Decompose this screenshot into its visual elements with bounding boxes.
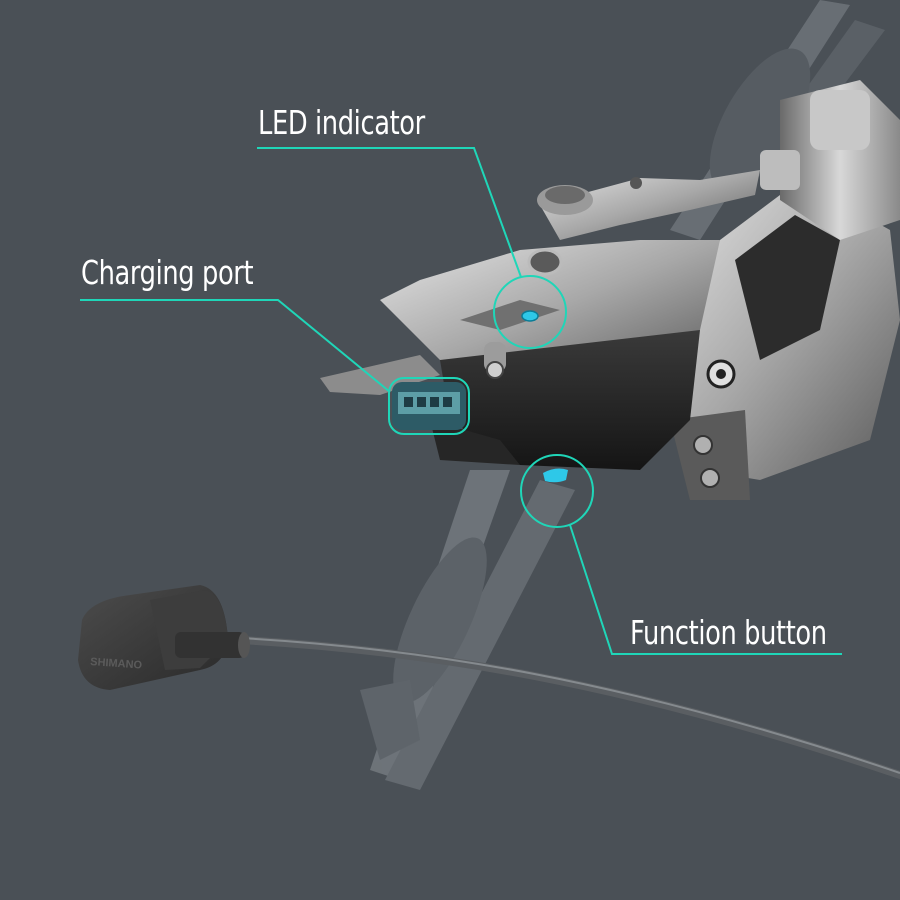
plug-connector: SHIMANO: [78, 585, 250, 690]
port-callout-box: [388, 377, 470, 435]
port-callout-line: [80, 299, 391, 393]
func-callout-circle: [520, 454, 594, 528]
led-indicator-dot: [521, 310, 539, 322]
derailleur-arm: [660, 80, 900, 500]
led-callout-circle: [493, 275, 567, 349]
function-button-label: Function button: [630, 613, 827, 652]
led-callout-line: [257, 147, 522, 278]
derailleur-body: [320, 240, 720, 470]
func-callout-line: [569, 524, 842, 655]
charging-port-label: Charging port: [81, 253, 254, 292]
callout-lines: [80, 147, 842, 655]
led-indicator-label: LED indicator: [258, 103, 425, 142]
svg-text:SHIMANO: SHIMANO: [90, 656, 143, 672]
function-button-graphic: [543, 468, 568, 483]
charging-port-graphic: [392, 382, 466, 430]
cage-lower-ghost: [360, 470, 575, 790]
derailleur-links: [537, 170, 760, 240]
cable: [236, 636, 900, 779]
